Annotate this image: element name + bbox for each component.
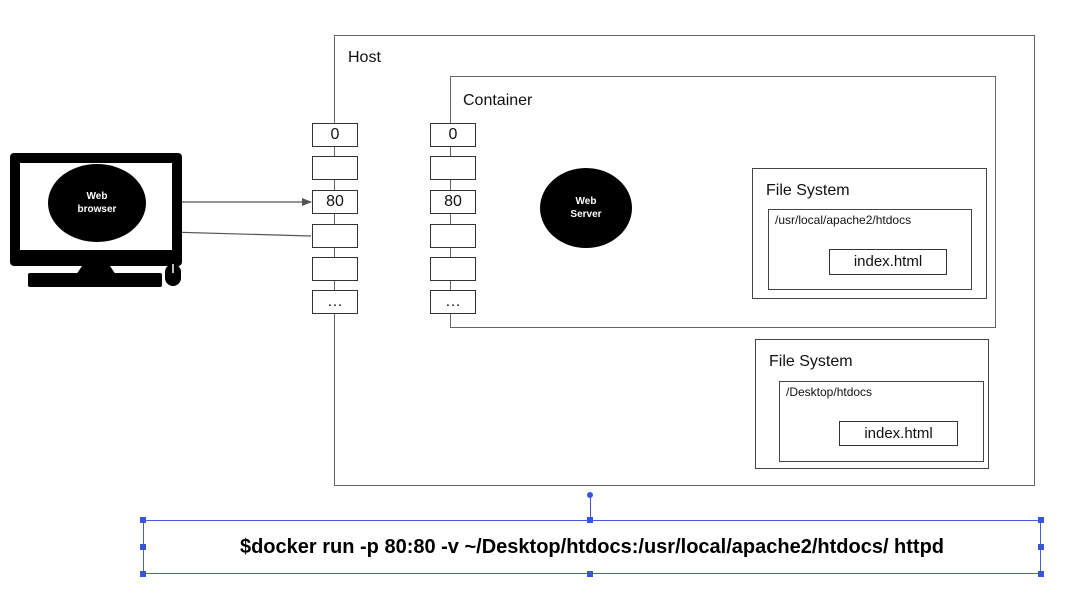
- resize-handle-top-left[interactable]: [140, 517, 146, 523]
- host-fs-path: /Desktop/htdocs: [786, 385, 873, 399]
- container-port-1: [430, 156, 476, 180]
- host-port-3: [312, 224, 358, 248]
- rotate-handle[interactable]: [587, 492, 593, 498]
- resize-handle-bottom[interactable]: [587, 571, 593, 577]
- container-index-file: index.html: [829, 249, 947, 275]
- resize-handle-top[interactable]: [587, 517, 593, 523]
- resize-handle-top-right[interactable]: [1038, 517, 1044, 523]
- host-port-ellipsis: …: [312, 290, 358, 314]
- command-text-box[interactable]: $docker run -p 80:80 -v ~/Desktop/htdocs…: [143, 520, 1041, 574]
- host-port-4: [312, 257, 358, 281]
- container-port-80: 80: [430, 190, 476, 214]
- host-index-file: index.html: [839, 421, 958, 446]
- resize-handle-bottom-right[interactable]: [1038, 571, 1044, 577]
- container-port-0: 0: [430, 123, 476, 147]
- resize-handle-bottom-left[interactable]: [140, 571, 146, 577]
- resize-handle-left[interactable]: [140, 544, 146, 550]
- container-label: Container: [463, 92, 533, 109]
- host-port-0: 0: [312, 123, 358, 147]
- rotate-handle-stem: [590, 498, 591, 520]
- resize-handle-right[interactable]: [1038, 544, 1044, 550]
- host-port-80: 80: [312, 190, 358, 214]
- container-fs-path: /usr/local/apache2/htdocs: [775, 213, 912, 227]
- host-port-1: [312, 156, 358, 180]
- web-server-node: Web Server: [540, 168, 632, 248]
- container-fs-label: File System: [766, 182, 850, 199]
- web-server-label: Web Server: [570, 196, 602, 220]
- command-text[interactable]: $docker run -p 80:80 -v ~/Desktop/htdocs…: [239, 535, 945, 558]
- container-port-ellipsis: …: [430, 290, 476, 314]
- web-browser-node: Web browser: [48, 164, 146, 242]
- container-port-3: [430, 224, 476, 248]
- host-label: Host: [348, 49, 381, 66]
- web-browser-label: Web browser: [77, 191, 117, 215]
- host-fs-label: File System: [769, 353, 853, 370]
- container-port-4: [430, 257, 476, 281]
